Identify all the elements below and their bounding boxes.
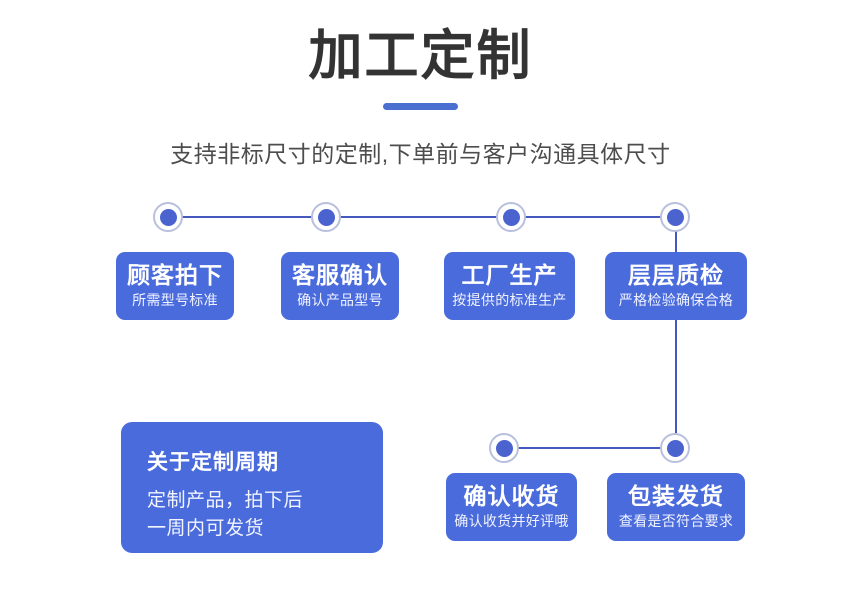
connector-top-horizontal xyxy=(168,216,676,218)
step-card-4[interactable]: 层层质检 严格检验确保合格 xyxy=(605,252,747,320)
step-card-5-title: 确认收货 xyxy=(463,483,560,509)
step-card-2-subtitle: 确认产品型号 xyxy=(297,292,383,308)
step-card-5[interactable]: 确认收货 确认收货并好评哦 xyxy=(446,473,577,541)
step-card-3-subtitle: 按提供的标准生产 xyxy=(452,292,567,308)
page-title: 加工定制 xyxy=(308,26,533,86)
step-card-3-title: 工厂生产 xyxy=(461,262,558,288)
flow-node-5 xyxy=(489,433,519,463)
step-card-2[interactable]: 客服确认 确认产品型号 xyxy=(281,252,399,320)
connector-bottom-horizontal xyxy=(504,447,676,449)
flow-node-4 xyxy=(660,202,690,232)
step-card-2-title: 客服确认 xyxy=(292,262,388,288)
title-underline-accent xyxy=(383,103,458,110)
step-card-6-subtitle: 查看是否符合要求 xyxy=(618,513,734,529)
step-card-4-subtitle: 严格检验确保合格 xyxy=(618,292,734,308)
flow-node-3 xyxy=(496,202,526,232)
step-card-4-title: 层层质检 xyxy=(628,262,724,288)
custom-lead-time-line-1: 定制产品，拍下后 xyxy=(147,490,304,511)
custom-lead-time-line-2: 一周内可发货 xyxy=(147,518,265,539)
step-card-6[interactable]: 包装发货 查看是否符合要求 xyxy=(607,473,745,541)
flow-node-1 xyxy=(153,202,183,232)
flow-node-6 xyxy=(660,433,690,463)
custom-lead-time-card[interactable]: 关于定制周期 定制产品，拍下后 一周内可发货 xyxy=(121,422,383,553)
step-card-6-title: 包装发货 xyxy=(628,483,724,509)
step-card-3[interactable]: 工厂生产 按提供的标准生产 xyxy=(444,252,575,320)
flow-node-2 xyxy=(311,202,341,232)
step-card-1-title: 顾客拍下 xyxy=(127,262,223,288)
custom-lead-time-body: 定制产品，拍下后 一周内可发货 xyxy=(147,487,383,543)
step-card-1[interactable]: 顾客拍下 所需型号标准 xyxy=(116,252,234,320)
page-subtitle: 支持非标尺寸的定制,下单前与客户沟通具体尺寸 xyxy=(170,141,671,167)
step-card-5-subtitle: 确认收货并好评哦 xyxy=(454,513,569,529)
custom-lead-time-title: 关于定制周期 xyxy=(147,451,279,474)
connector-right-vertical xyxy=(675,216,677,448)
step-card-1-subtitle: 所需型号标准 xyxy=(132,292,218,308)
